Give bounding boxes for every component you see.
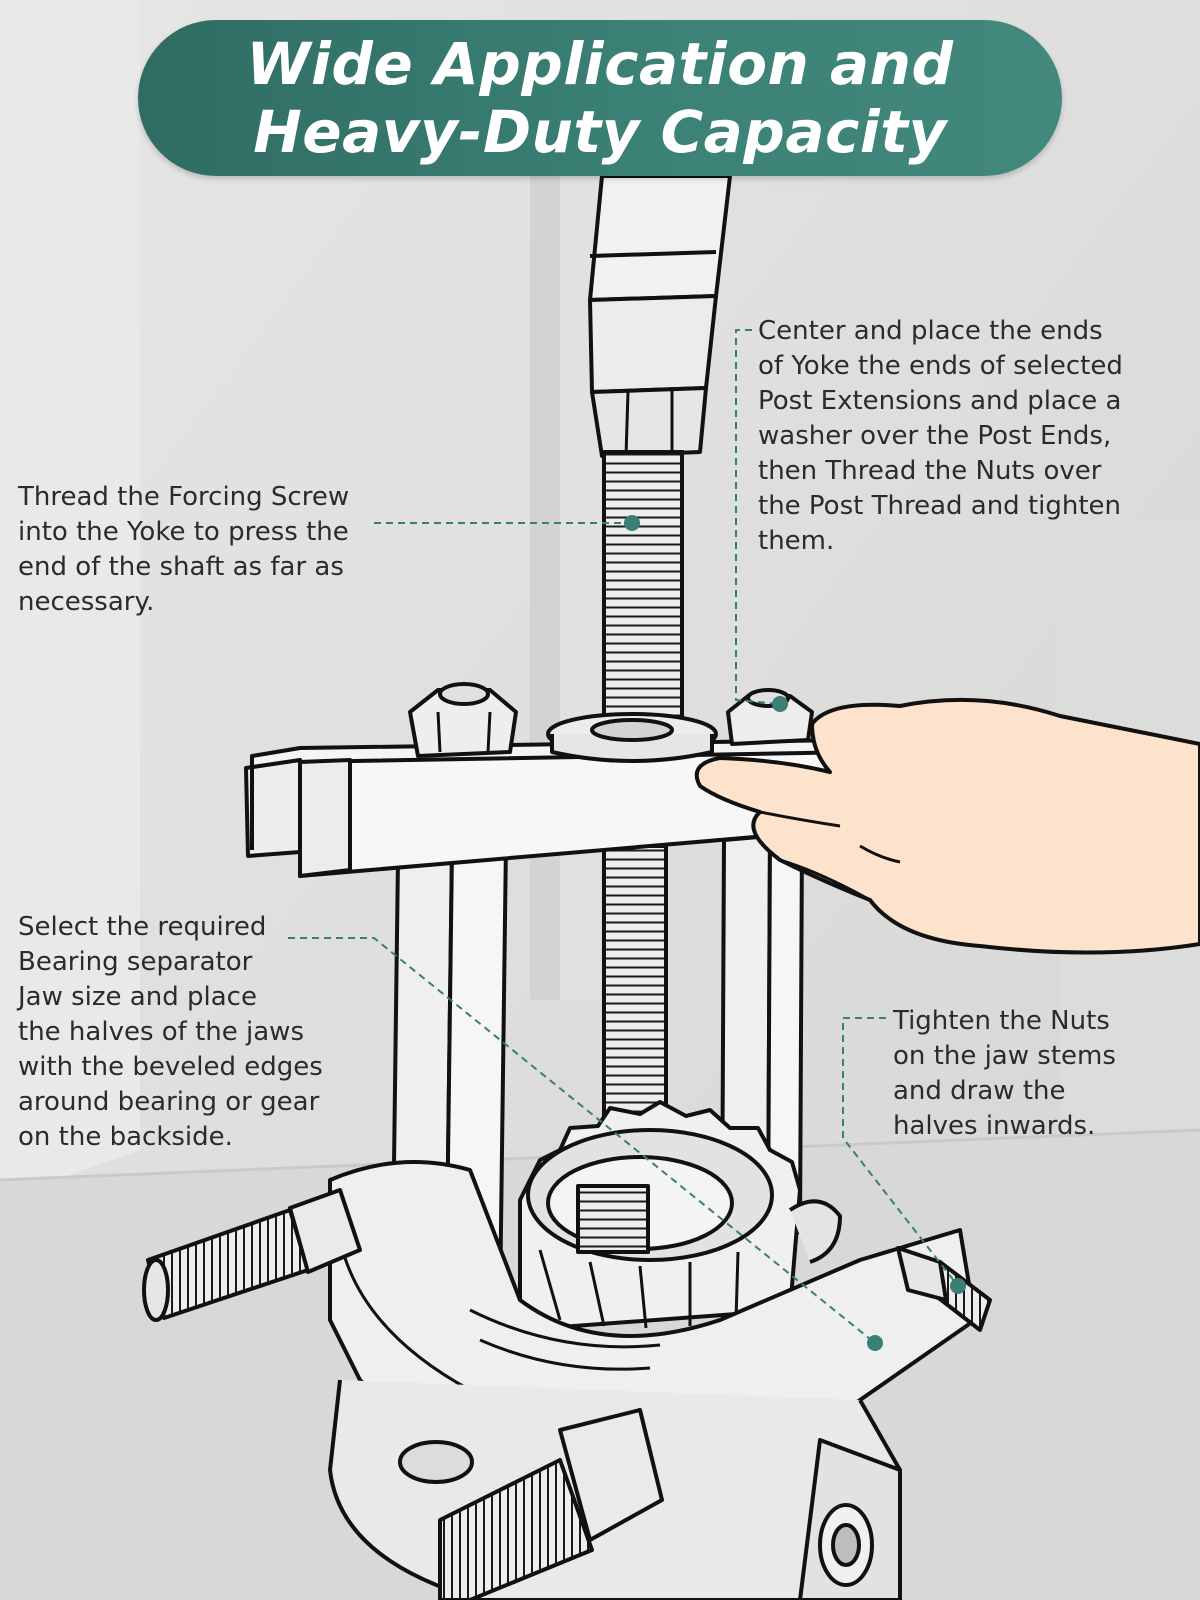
callout-markers xyxy=(624,515,966,1351)
callout-line: of Yoke the ends of selected xyxy=(758,351,1123,381)
callout-bearing-separator: Select the required Bearing separator Ja… xyxy=(18,910,323,1155)
callout-line: into the Yoke to press the xyxy=(18,517,349,547)
callout-line: on the jaw stems xyxy=(893,1041,1116,1071)
forcing-screw-adapter xyxy=(588,174,732,458)
leader-line-2 xyxy=(735,329,781,705)
callout-forcing-screw: Thread the Forcing Screw into the Yoke t… xyxy=(18,480,349,620)
forcing-screw-upper xyxy=(602,450,684,732)
callout-line: Jaw size and place xyxy=(18,982,257,1012)
callout-line: Tighten the Nuts xyxy=(893,1006,1110,1036)
callout-line: and draw the xyxy=(893,1076,1066,1106)
callout-line: on the backside. xyxy=(18,1122,233,1152)
callout-line: then Thread the Nuts over xyxy=(758,456,1102,486)
callout-line: Post Extensions and place a xyxy=(758,386,1122,416)
forcing-screw-lower xyxy=(602,844,668,1148)
jaw-stems xyxy=(142,1188,992,1600)
title-banner: Wide Application and Heavy-Duty Capacity xyxy=(138,20,1062,176)
leader-line-4 xyxy=(842,1017,959,1287)
callout-line: Bearing separator xyxy=(18,947,253,977)
marker-dot-3 xyxy=(867,1335,883,1351)
callout-line: the halves of the jaws xyxy=(18,1017,304,1047)
callout-line: halves inwards. xyxy=(893,1111,1096,1141)
callout-line: them. xyxy=(758,526,835,556)
title-line-1: Wide Application and xyxy=(246,30,954,98)
callout-line: washer over the Post Ends, xyxy=(758,421,1112,451)
hand xyxy=(694,697,1200,955)
marker-dot-2 xyxy=(772,696,788,712)
callout-line: Center and place the ends xyxy=(758,316,1103,346)
title-line-2: Heavy-Duty Capacity xyxy=(253,98,947,166)
callout-line: end of the shaft as far as xyxy=(18,552,344,582)
callout-line: around bearing or gear xyxy=(18,1087,320,1117)
callout-line: Thread the Forcing Screw xyxy=(18,482,350,512)
callout-leader-lines xyxy=(288,329,959,1344)
leader-line-3 xyxy=(288,937,876,1344)
yoke-nuts xyxy=(408,682,814,758)
marker-dot-4 xyxy=(950,1278,966,1294)
callout-jaw-nuts: Tighten the Nuts on the jaw stems and dr… xyxy=(893,1004,1116,1144)
callout-line: Select the required xyxy=(18,912,267,942)
callout-line: necessary. xyxy=(18,587,155,617)
callout-line: with the beveled edges xyxy=(18,1052,323,1082)
marker-dot-1 xyxy=(624,515,640,531)
callout-line: the Post Thread and tighten xyxy=(758,491,1122,521)
callout-post-extensions: Center and place the ends of Yoke the en… xyxy=(758,314,1123,559)
